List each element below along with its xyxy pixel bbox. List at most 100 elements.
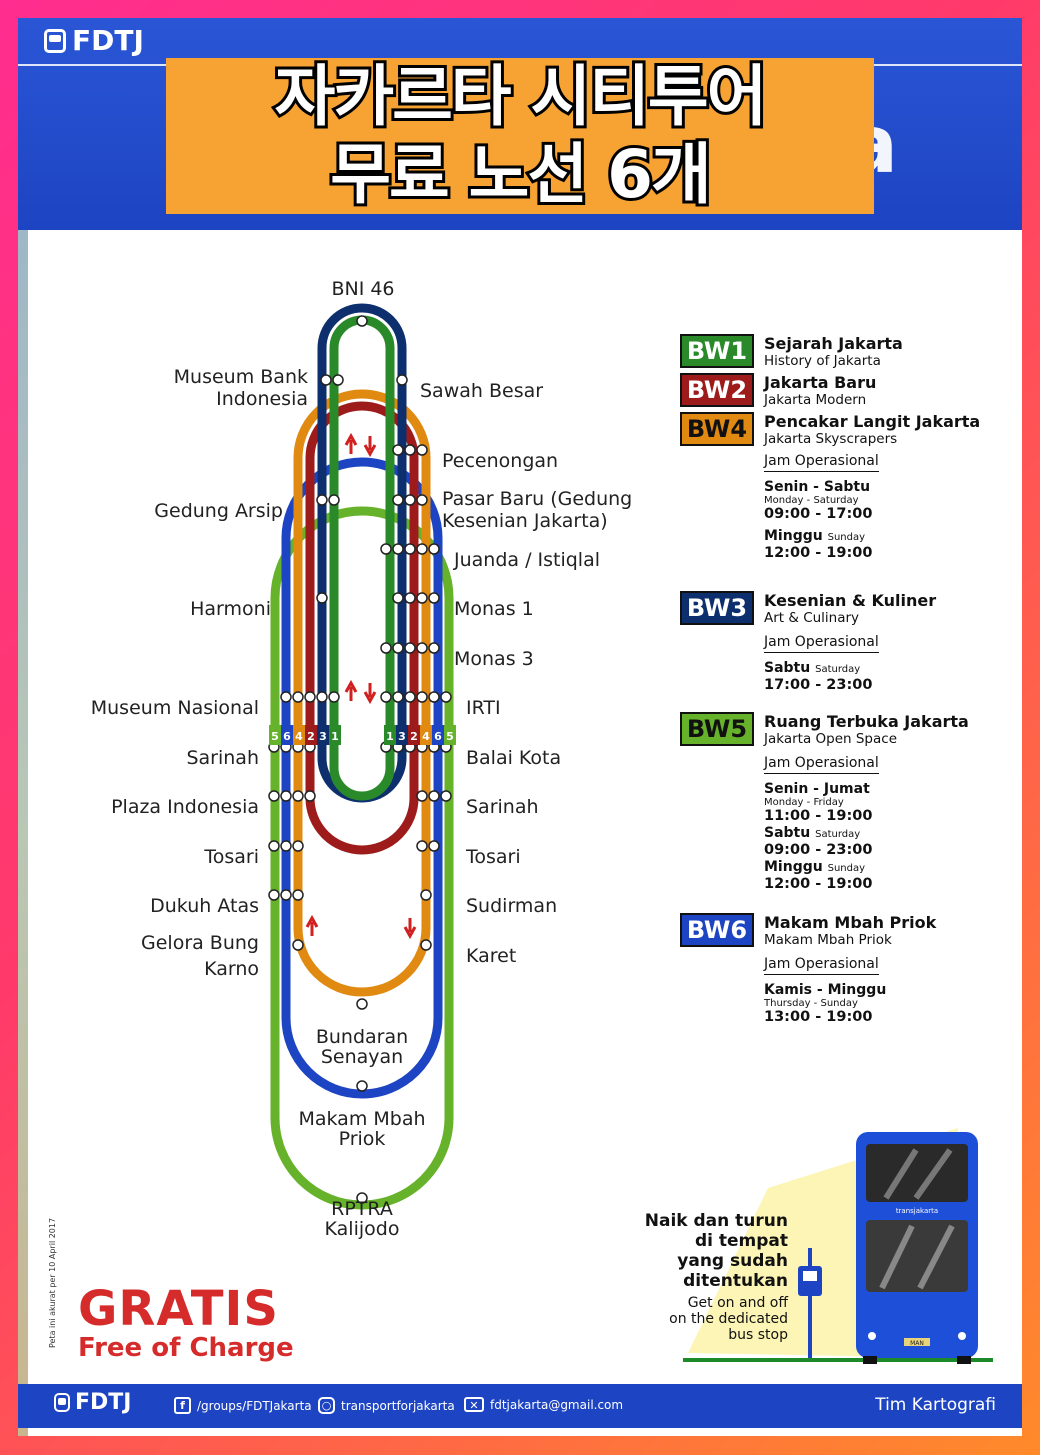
stop-dot — [328, 691, 340, 703]
station-gedung-arsip: Gedung Arsip — [154, 500, 283, 522]
days-g1-1: Senin - Sabtu — [764, 479, 871, 495]
stop-dot — [328, 494, 340, 506]
stop-dot — [356, 1080, 368, 1092]
days-g5-2: Sabtu — [764, 825, 811, 841]
route-title-bw1: Sejarah Jakarta — [764, 334, 903, 353]
time-g1-2: 12:00 - 19:00 — [764, 545, 873, 561]
curb-line — [683, 1358, 993, 1362]
getoff-en-3: bus stop — [728, 1327, 788, 1343]
window-reflection-1 — [883, 1148, 919, 1200]
stop-dot — [404, 444, 416, 456]
route-number-chip: 6 — [432, 725, 444, 745]
jam-label-5: Jam Operasional — [764, 755, 879, 774]
stop-dots — [268, 315, 452, 1204]
stop-dot — [380, 691, 392, 703]
arrow-down-icon — [403, 918, 417, 940]
route-lines — [270, 303, 454, 1210]
stop-dot — [440, 691, 452, 703]
station-makam-2: Priok — [338, 1128, 386, 1150]
stop-dot — [404, 642, 416, 654]
route-sub-bw1: History of Jakarta — [764, 353, 881, 369]
window-reflection-2 — [913, 1148, 953, 1200]
email-link[interactable]: fdtjakarta@gmail.com — [490, 1397, 624, 1412]
jam-label-1: Jam Operasional — [764, 453, 879, 472]
route-title-bw2: Jakarta Baru — [764, 373, 877, 392]
arrow-up-icon — [305, 914, 319, 936]
banner-line-2: 무료 노선 6개 — [327, 133, 714, 216]
instagram-link[interactable]: transportforjakarta — [341, 1398, 455, 1413]
getoff-en-2: on the dedicated — [669, 1311, 788, 1327]
legend-group-5: BW5 Ruang Terbuka Jakarta Jakarta Open S… — [680, 712, 1010, 892]
route-number-chip: 4 — [293, 725, 305, 745]
station-pasar-baru-2: Kesenian Jakarta) — [442, 510, 608, 532]
bus-stop-sign-bus-icon — [803, 1271, 817, 1281]
stop-dot — [356, 315, 368, 327]
stop-dot — [316, 691, 328, 703]
route-number-chip: 1 — [329, 725, 341, 745]
stop-dot — [428, 592, 440, 604]
getoff-id-1: Naik dan turun — [644, 1211, 788, 1231]
stop-dot — [356, 998, 368, 1010]
route-sub-bw3: Art & Culinary — [764, 610, 860, 626]
stop-dot — [380, 543, 392, 555]
stop-dot — [292, 889, 304, 901]
facebook-link[interactable]: /groups/FDTJakarta — [197, 1398, 312, 1413]
footer-brand: FDTJ — [54, 1390, 131, 1415]
station-dukuh-atas: Dukuh Atas — [150, 895, 259, 917]
stop-dot — [396, 374, 408, 386]
stop-dot — [392, 543, 404, 555]
days-g6-1-en: Thursday - Sunday — [764, 998, 858, 1009]
stop-dot — [320, 374, 332, 386]
bus-plate — [904, 1338, 930, 1346]
stop-dot — [404, 592, 416, 604]
station-museum-bank-1: Museum Bank — [173, 366, 308, 388]
headlight-right — [958, 1332, 966, 1340]
station-juanda: Juanda / Istiqlal — [454, 549, 601, 571]
getoff-id-3: yang sudah — [677, 1251, 788, 1271]
bus-wheel-left — [863, 1356, 877, 1364]
arrow-down-icon — [363, 436, 377, 458]
footer-bus-icon — [54, 1393, 70, 1412]
station-harmoni: Harmoni — [190, 598, 271, 620]
stop-dot — [392, 592, 404, 604]
get-on-off-note: Naik dan turun di tempat yang sudah dite… — [618, 1211, 788, 1343]
days-g5-1-en: Monday - Friday — [764, 797, 844, 808]
station-rptra-2: Kalijodo — [324, 1218, 400, 1240]
station-bni46: BNI 46 — [331, 278, 395, 300]
route-title-bw4: Pencakar Langit Jakarta — [764, 412, 981, 431]
stop-dot — [392, 691, 404, 703]
instagram-icon: ○ — [318, 1397, 335, 1414]
route-number-chip: 5 — [444, 725, 456, 745]
stop-dot — [356, 1192, 368, 1204]
route-sub-bw2: Jakarta Modern — [764, 392, 867, 408]
days-g5-1: Senin - Jumat — [764, 781, 870, 797]
footer-bar: FDTJ f /groups/FDTJakarta ○ transportfor… — [18, 1384, 1022, 1428]
stop-dot — [392, 642, 404, 654]
gratis-block: GRATIS Free of Charge — [78, 1284, 294, 1362]
route-number-chip: 5 — [269, 725, 281, 745]
stop-dot — [280, 840, 292, 852]
getoff-id-2: di tempat — [694, 1231, 788, 1251]
bus-illustration: transjakarta MAN — [683, 1128, 993, 1364]
station-sudirman: Sudirman — [466, 895, 558, 917]
stop-dot — [416, 691, 428, 703]
stop-dot — [268, 889, 280, 901]
badge-bw6: BW6 — [680, 913, 754, 947]
days-g5-3: Minggu — [764, 859, 823, 875]
stop-dot — [428, 543, 440, 555]
legend-group-3: BW3 Kesenian & Kuliner Art & Culinary Ja… — [680, 591, 1010, 701]
footer-instagram[interactable]: ○ transportforjakarta — [318, 1397, 455, 1414]
footer-email[interactable]: ✕ fdtjakarta@gmail.com — [464, 1397, 623, 1412]
window-reflection-4 — [917, 1224, 955, 1290]
stop-dot — [404, 691, 416, 703]
stop-dot — [416, 642, 428, 654]
station-museum-bank-2: Indonesia — [216, 388, 308, 410]
footer-facebook[interactable]: f /groups/FDTJakarta — [174, 1397, 312, 1414]
headlight-left — [868, 1332, 876, 1340]
station-bundaran-2: Senayan — [320, 1046, 404, 1068]
title-banner: 자카르타 시티투어 무료 노선 6개 — [166, 55, 874, 216]
station-gelora-1: Gelora Bung — [141, 932, 259, 954]
station-plaza-indonesia: Plaza Indonesia — [111, 796, 259, 818]
station-irti: IRTI — [466, 697, 501, 719]
badge-bw1: BW1 — [680, 334, 754, 368]
